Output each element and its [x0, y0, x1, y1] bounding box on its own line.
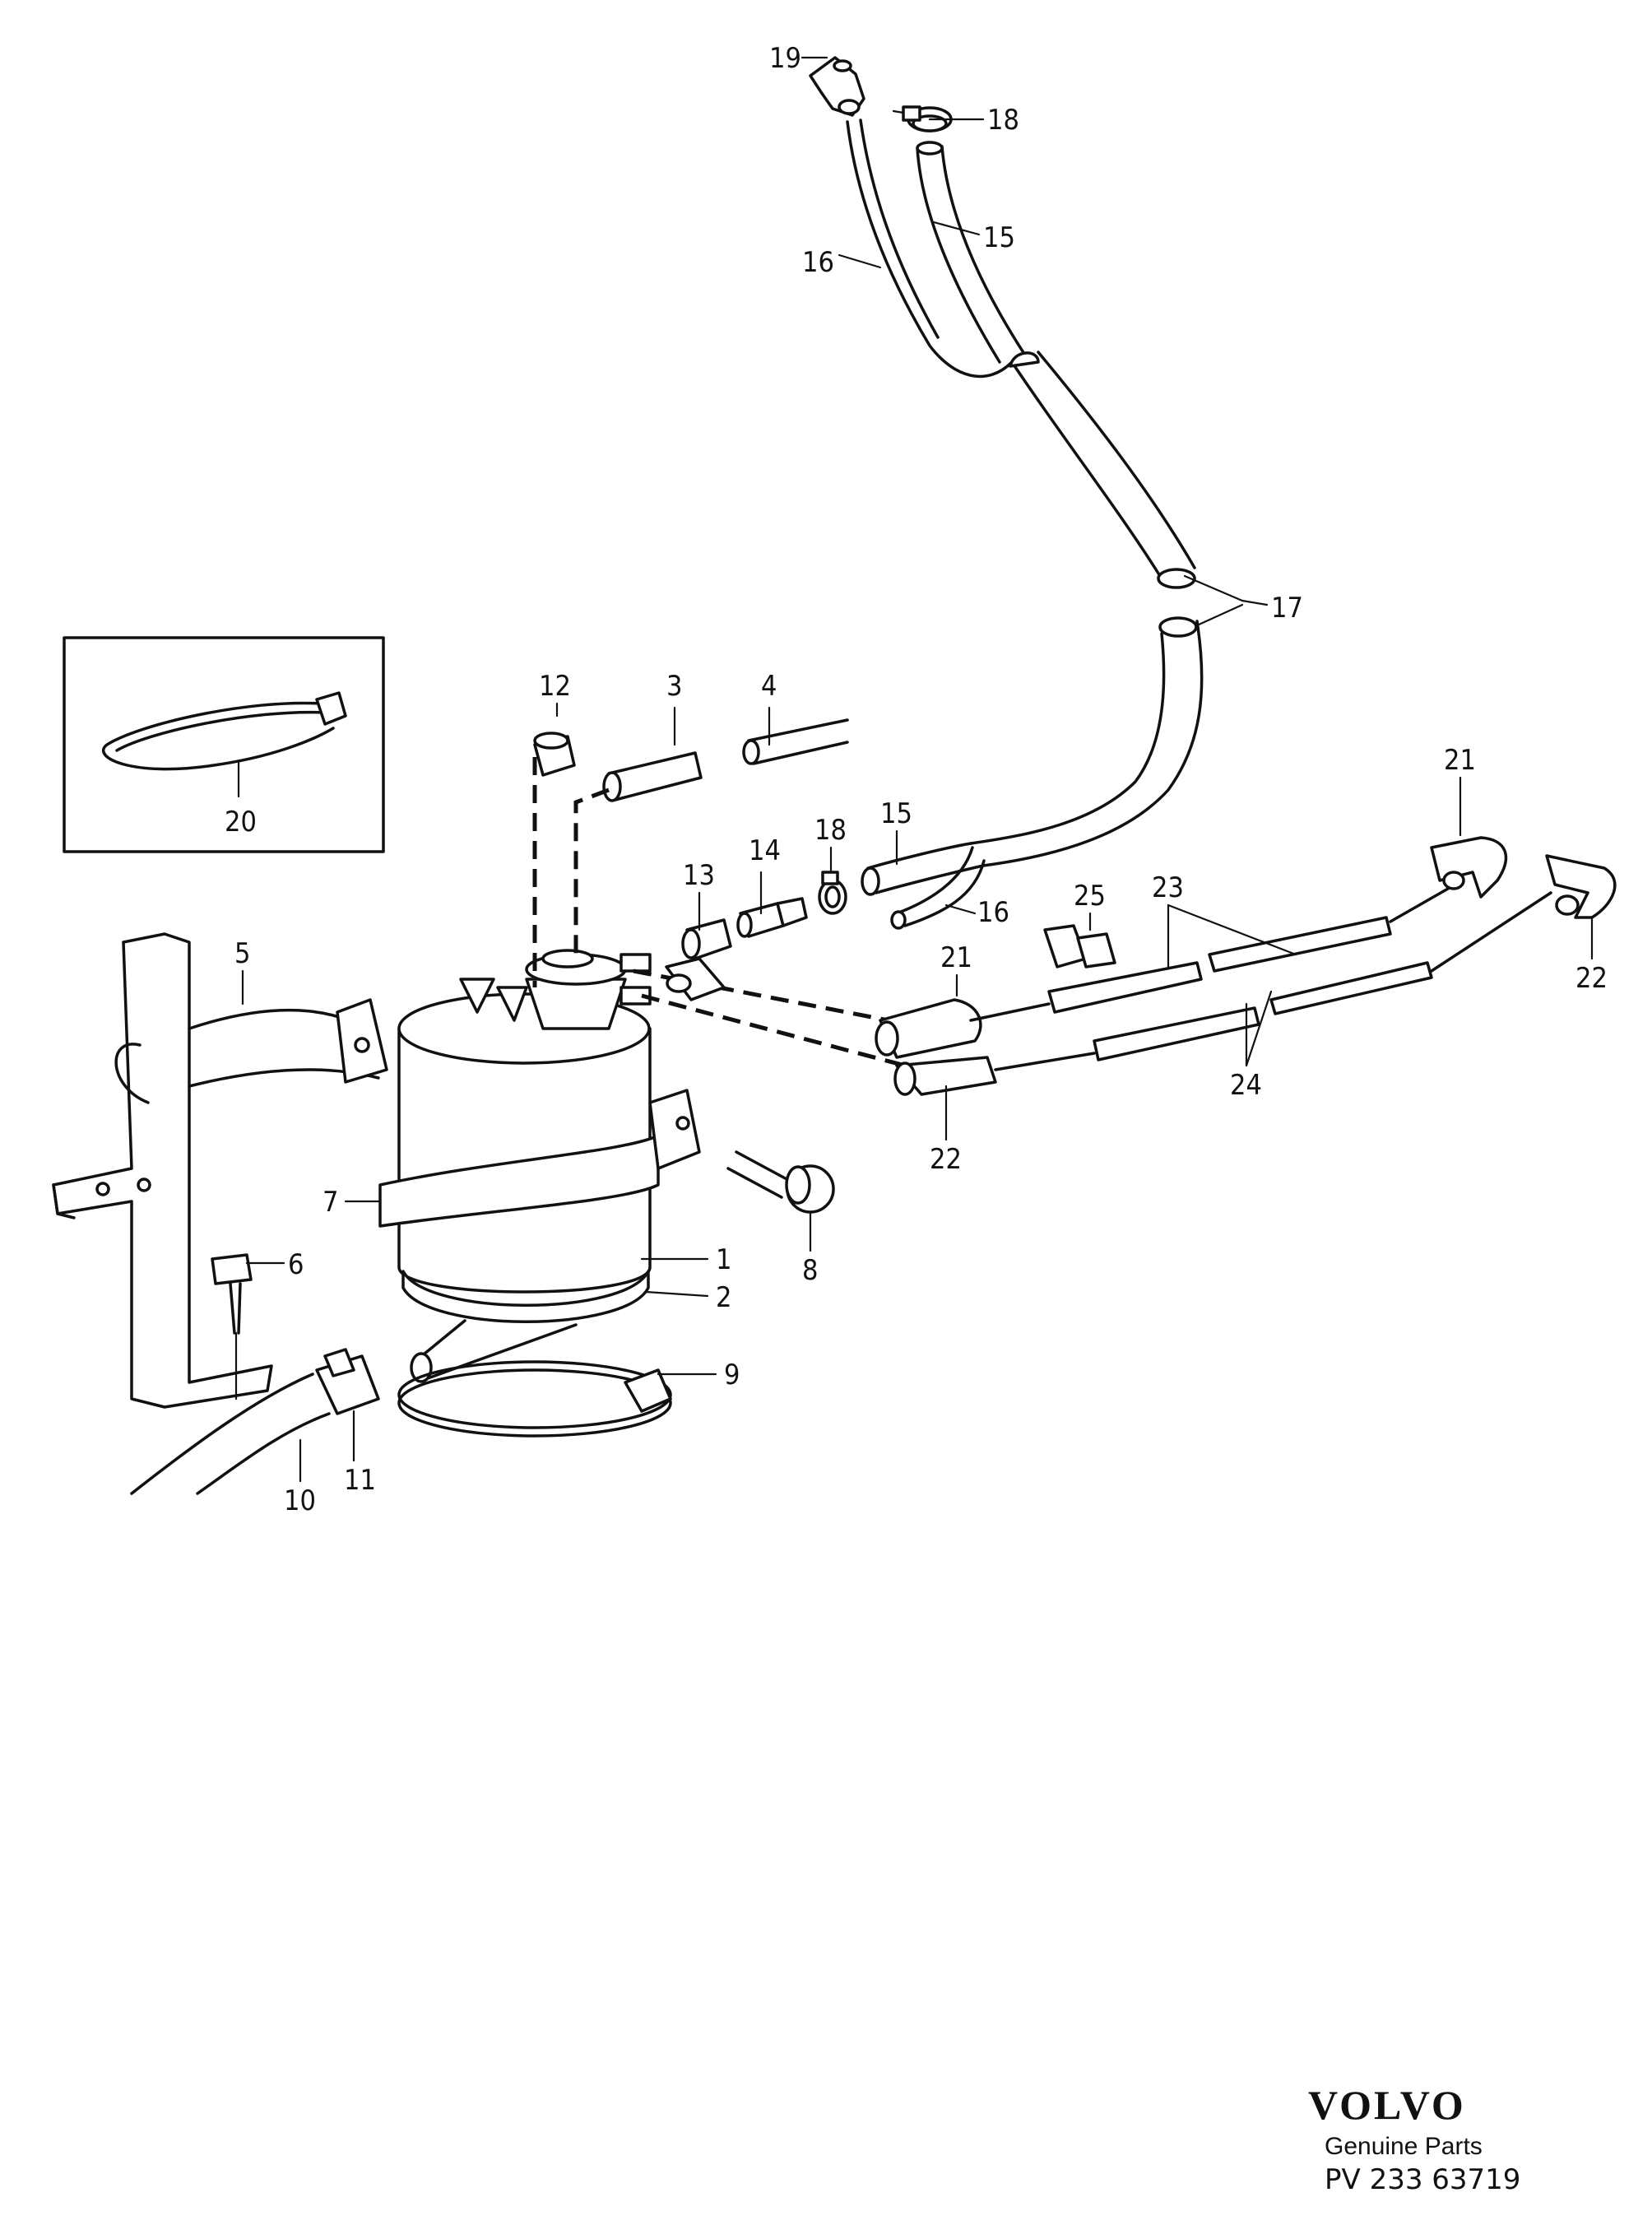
callout-11: 11: [344, 1464, 376, 1497]
hose-part-3: [602, 751, 703, 802]
callout-21-left: 21: [940, 941, 972, 974]
hoses-part-24: [994, 891, 1552, 1071]
strap-part-7: [378, 1089, 701, 1228]
bolt-part-8: [726, 1150, 835, 1214]
callout-1: 1: [716, 1243, 731, 1276]
callout-13: 13: [683, 859, 715, 892]
elbow-part-22-right: [1545, 854, 1617, 919]
callout-17: 17: [1271, 592, 1303, 625]
callout-22-right: 22: [1575, 962, 1608, 995]
callout-23: 23: [1152, 871, 1184, 904]
callout-4: 4: [761, 670, 777, 703]
callout-5: 5: [234, 937, 250, 970]
callout-18-upper: 18: [987, 104, 1019, 137]
hose-part-10: [130, 1373, 331, 1495]
callout-14: 14: [749, 834, 781, 867]
part-number: PV 233 63719: [1325, 2163, 1520, 2196]
hoses-part-23: [969, 887, 1450, 1022]
callout-21-right: 21: [1444, 744, 1476, 777]
callout-7: 7: [323, 1186, 338, 1219]
clamp-part-11: [315, 1348, 380, 1415]
callout-labels: 19 18 15 16 17 12 3 4 20 13 14 18 15 16 …: [225, 42, 1608, 1517]
callout-18-lower: 18: [814, 814, 847, 847]
callout-22-left: 22: [930, 1143, 962, 1176]
callout-19: 19: [769, 42, 801, 75]
clamp-part-18-lower: [818, 871, 847, 915]
elbow-part-21-left: [875, 998, 982, 1059]
callout-24: 24: [1230, 1069, 1262, 1102]
volvo-logo: VOLVO: [1308, 2082, 1466, 2128]
upper-hose-assembly: [846, 118, 1204, 930]
volvo-branding: VOLVO Genuine Parts PV 233 63719: [1308, 2082, 1520, 2196]
canister-part-1: [397, 949, 652, 1323]
callout-20: 20: [225, 806, 257, 838]
callout-2: 2: [716, 1281, 731, 1314]
hose-clamp-part-9: [397, 1360, 672, 1438]
callout-3: 3: [666, 670, 682, 703]
elbow-part-19: [809, 56, 865, 117]
valve-part-14: [736, 897, 808, 938]
inset-box-part-20: [63, 636, 385, 853]
callout-16-lower: 16: [977, 896, 1009, 929]
connector-part-13: [681, 918, 732, 960]
callout-25: 25: [1074, 880, 1106, 913]
callout-8: 8: [802, 1254, 818, 1287]
hose-part-4: [742, 718, 849, 765]
connector-near-canister: [665, 957, 726, 1001]
callout-9: 9: [724, 1359, 740, 1391]
callout-6: 6: [288, 1248, 304, 1281]
clip-part-25: [1043, 924, 1116, 969]
callout-15-lower: 15: [880, 797, 912, 830]
bracket-part-5: [52, 932, 388, 1409]
elbow-part-21-right: [1430, 836, 1507, 899]
screw-part-6: [211, 1253, 253, 1400]
spacer-part-12: [533, 732, 576, 777]
callout-12: 12: [539, 670, 571, 703]
callout-10: 10: [284, 1484, 316, 1517]
callout-15-upper: 15: [983, 221, 1015, 254]
elbow-part-22-left: [893, 1056, 997, 1096]
genuine-parts-label: Genuine Parts: [1325, 2133, 1483, 2160]
callout-16-upper: 16: [802, 246, 834, 279]
callout-leader-lines: [241, 56, 1594, 1483]
